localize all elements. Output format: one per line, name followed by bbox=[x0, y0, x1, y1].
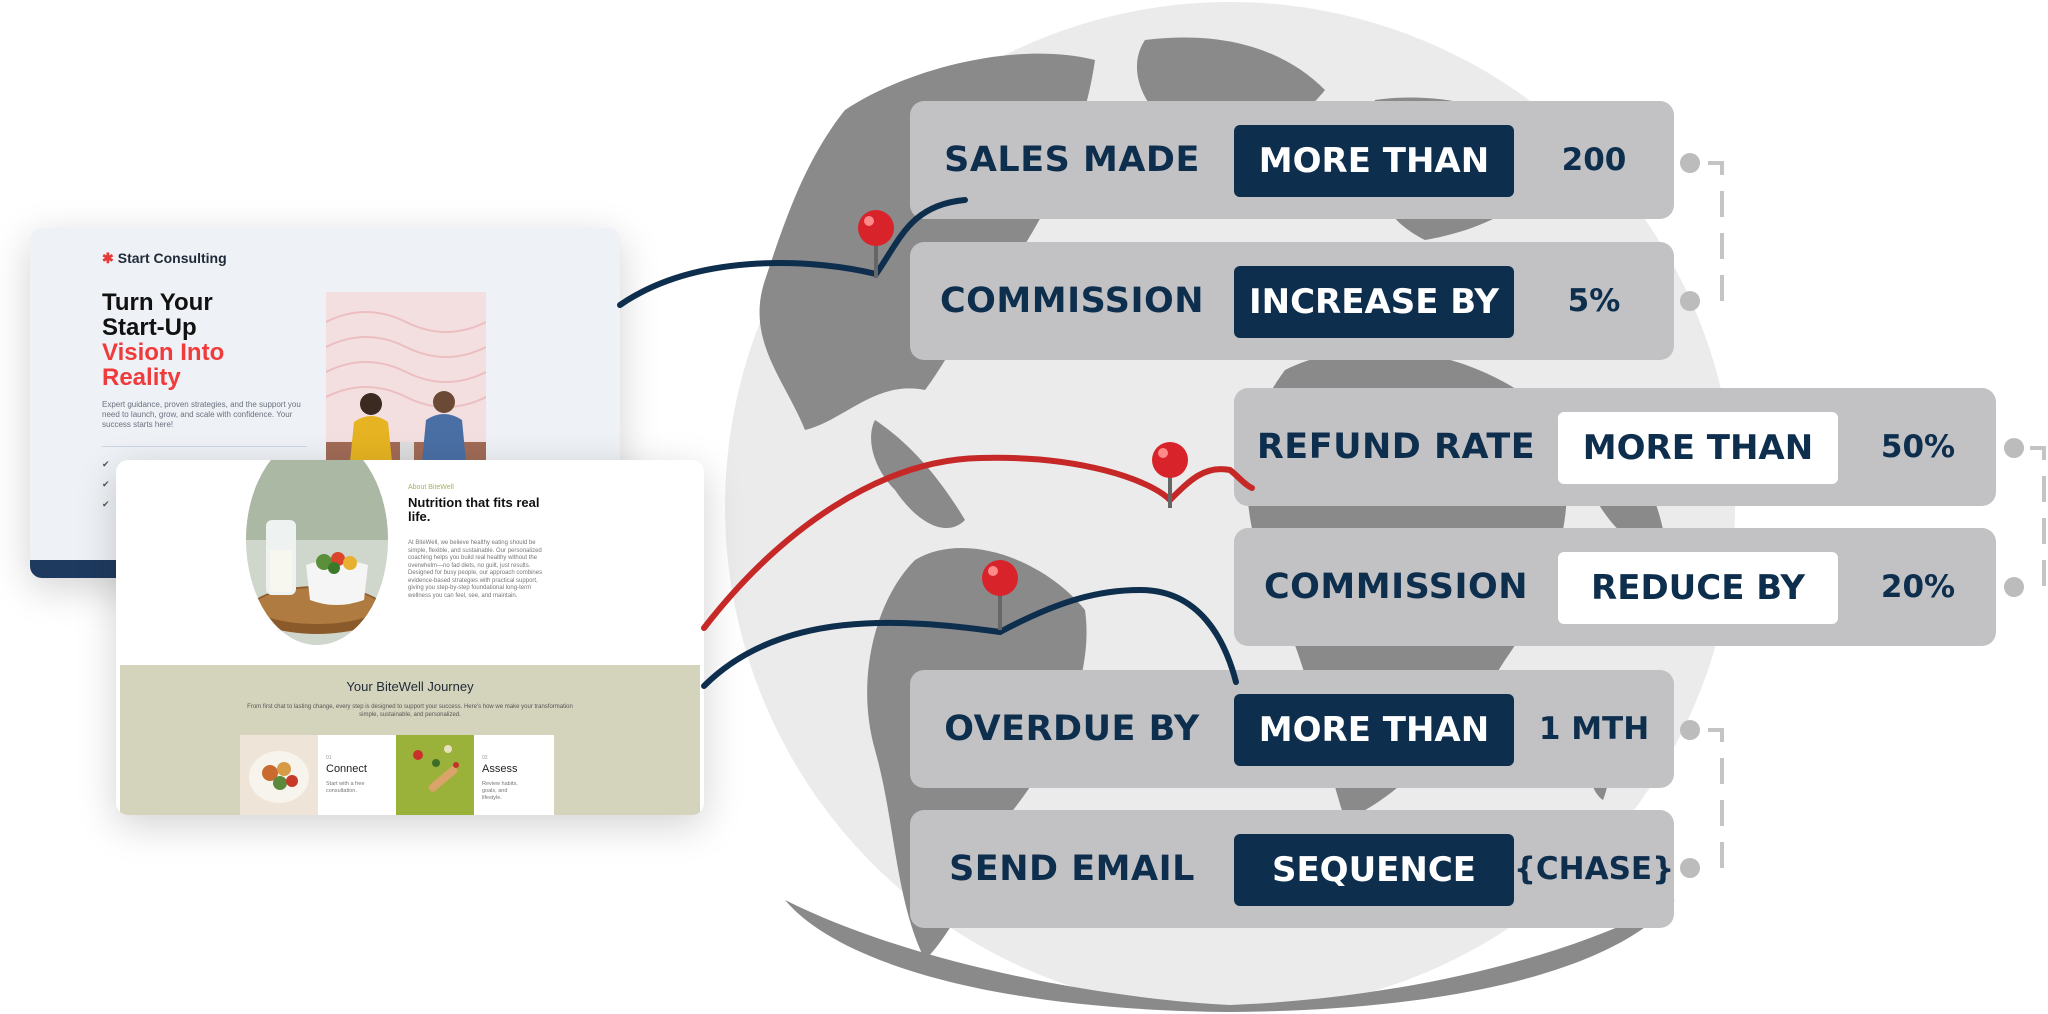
rule-condition-label: REFUND RATE bbox=[1256, 427, 1536, 467]
rule-action-label: SEND EMAIL bbox=[949, 849, 1195, 889]
divider bbox=[102, 446, 307, 447]
rule-value: 200 bbox=[1561, 142, 1627, 178]
section-body: At BiteWell, we believe healthy eating s… bbox=[408, 540, 543, 599]
section-eyebrow: About BiteWell bbox=[408, 484, 454, 491]
step-description: Start with a free consultation. bbox=[326, 781, 365, 794]
nutrition-site-preview: About BiteWell Nutrition that fits real … bbox=[116, 460, 704, 815]
journey-step: 02 Assess Review habits, goals, and life… bbox=[474, 735, 552, 815]
food-bowl-photo bbox=[246, 460, 388, 645]
check-icon: ✔ bbox=[102, 460, 110, 470]
falling-vegetables-photo bbox=[396, 735, 474, 815]
step-title: Assess bbox=[482, 763, 518, 775]
rule-row: SALES MADE MORE THAN 200 bbox=[910, 101, 1674, 219]
step-number: 01 bbox=[326, 755, 332, 761]
rule-operator-pill: INCREASE BY bbox=[1234, 266, 1514, 338]
brand-logo: ✱Start Consulting bbox=[102, 250, 227, 267]
rule-row: COMMISSION REDUCE BY 20% bbox=[1234, 528, 1996, 646]
hero-lede: Expert guidance, proven strategies, and … bbox=[102, 400, 301, 429]
headline-accent: Vision Into bbox=[102, 339, 225, 366]
journey-step: 01 Connect Start with a free consultatio… bbox=[318, 735, 396, 815]
rule-condition-label: SALES MADE bbox=[944, 140, 1200, 180]
rule-row: COMMISSION INCREASE BY 5% bbox=[910, 242, 1674, 360]
salad-plate-photo bbox=[240, 735, 318, 815]
connector-bracket bbox=[2030, 446, 2046, 589]
rule-action-label: COMMISSION bbox=[939, 281, 1205, 321]
check-icon: ✔ bbox=[102, 480, 110, 490]
journey-steps: 01 Connect Start with a free consultatio… bbox=[240, 735, 554, 815]
journey-subtitle: From first chat to lasting change, every… bbox=[247, 704, 573, 718]
rule-operator-pill: SEQUENCE bbox=[1234, 834, 1514, 906]
rule-value: 50% bbox=[1880, 429, 1956, 465]
connector-dot bbox=[2004, 577, 2024, 597]
rule-value: 5% bbox=[1567, 283, 1621, 319]
landmass-antarctica bbox=[785, 900, 1675, 1012]
connector-dot bbox=[2004, 438, 2024, 458]
step-title: Connect bbox=[326, 763, 367, 775]
journey-title: Your BiteWell Journey bbox=[346, 679, 474, 694]
headline-line: Start-Up bbox=[102, 314, 197, 341]
rule-action-label: COMMISSION bbox=[1263, 567, 1529, 607]
two-women-consulting-photo bbox=[326, 292, 486, 477]
check-icon: ✔ bbox=[102, 500, 110, 510]
rule-operator-pill: MORE THAN bbox=[1558, 412, 1838, 484]
rule-row: OVERDUE BY MORE THAN 1 MTH bbox=[910, 670, 1674, 788]
brand-name: Start Consulting bbox=[117, 250, 227, 266]
step-number: 02 bbox=[482, 755, 488, 761]
rule-row: REFUND RATE MORE THAN 50% bbox=[1234, 388, 1996, 506]
headline-line: Turn Your bbox=[102, 289, 213, 316]
rule-operator-pill: MORE THAN bbox=[1234, 125, 1514, 197]
rule-condition-label: OVERDUE BY bbox=[944, 709, 1200, 749]
rule-operator-pill: REDUCE BY bbox=[1558, 552, 1838, 624]
rule-value: 20% bbox=[1880, 569, 1956, 605]
rule-value: 1 MTH bbox=[1538, 711, 1650, 747]
asterisk-icon: ✱ bbox=[102, 250, 114, 266]
step-description: Review habits, goals, and lifestyle. bbox=[482, 781, 518, 801]
hero-headline: Turn Your Start-Up Vision Into Reality bbox=[102, 290, 332, 390]
rule-operator-pill: MORE THAN bbox=[1234, 694, 1514, 766]
rule-row: SEND EMAIL SEQUENCE {CHASE} bbox=[910, 810, 1674, 928]
journey-section: Your BiteWell Journey From first chat to… bbox=[120, 665, 700, 815]
headline-accent: Reality bbox=[102, 364, 181, 391]
rule-value: {CHASE} bbox=[1513, 851, 1675, 887]
section-heading: Nutrition that fits real life. bbox=[408, 495, 540, 524]
